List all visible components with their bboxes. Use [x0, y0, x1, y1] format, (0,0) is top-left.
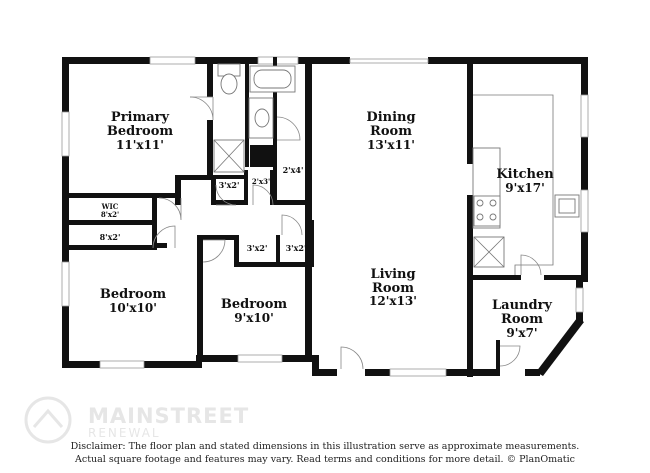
- brand-logo-icon: [24, 396, 72, 444]
- disclaimer-line-1: Disclaimer: The floor plan and stated di…: [70, 441, 580, 452]
- watermark-sub: RENEWAL: [88, 426, 161, 440]
- bedroom-closet-b-dim: 3'x2': [286, 243, 307, 253]
- windows: [61, 56, 589, 377]
- hall-closet-a-dim: 3'x2': [219, 180, 240, 190]
- dining-room-dim: 13'x11': [367, 138, 415, 152]
- wic-dim: 8'x2': [101, 210, 119, 219]
- room-labels: Primary Bedroom 11'x11' Dining Room 13'x…: [100, 110, 554, 340]
- living-room-dim: 12'x13': [369, 294, 417, 308]
- primary-bedroom-name-1: Primary: [111, 110, 170, 125]
- bath-closet-dim: 2'x4': [283, 165, 304, 175]
- bedroom-left-name: Bedroom: [100, 287, 167, 302]
- bath-fixtures: [213, 63, 296, 173]
- bedroom-left-dim: 10'x10': [109, 301, 157, 315]
- linen-closet-dim: 8'x2': [100, 232, 121, 242]
- kitchen-name: Kitchen: [496, 167, 554, 182]
- primary-bedroom-dim: 11'x11': [116, 138, 164, 152]
- living-room-name-1: Living: [370, 267, 415, 282]
- dining-room-name-2: Room: [370, 124, 412, 139]
- bedroom-closet-a-dim: 3'x2': [247, 243, 268, 253]
- closet-labels: 3'x2' 2'x3' 2'x4' WIC 8'x2' 8'x2' 3'x2' …: [100, 165, 307, 253]
- disclaimer: Disclaimer: The floor plan and stated di…: [0, 440, 650, 466]
- primary-bedroom-name-2: Bedroom: [107, 124, 174, 139]
- laundry-room-name-1: Laundry: [492, 298, 552, 313]
- wic-label: WIC: [101, 202, 119, 211]
- laundry-room-dim: 9'x7': [506, 326, 537, 340]
- kitchen-dim: 9'x17': [505, 181, 545, 195]
- dining-room-name-1: Dining: [366, 110, 415, 125]
- bedroom-middle-dim: 9'x10': [234, 311, 274, 325]
- laundry-room-name-2: Room: [501, 312, 543, 327]
- kitchen-counters: [472, 94, 580, 275]
- living-room-name-2: Room: [372, 281, 414, 296]
- watermark-brand: MAINSTREET: [88, 404, 250, 428]
- disclaimer-line-2: Actual square footage and features may v…: [75, 454, 575, 465]
- bedroom-middle-name: Bedroom: [221, 297, 288, 312]
- interior-walls: [62, 57, 584, 377]
- door-swings: [152, 96, 542, 370]
- hall-closet-b-dim: 2'x3': [252, 177, 270, 186]
